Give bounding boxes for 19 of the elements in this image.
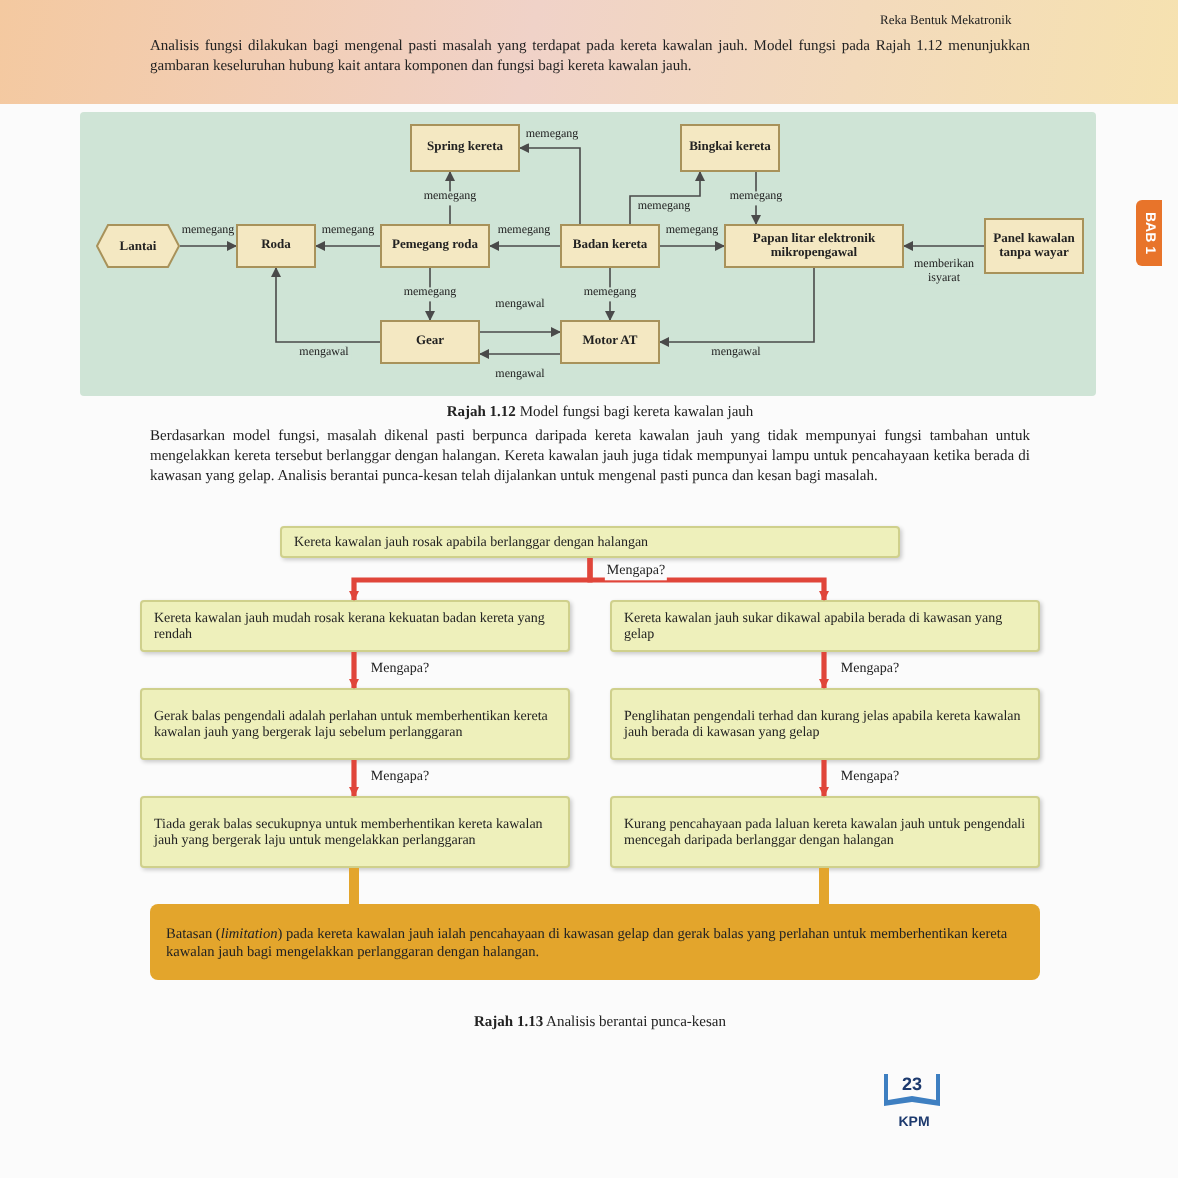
arrow bbox=[349, 652, 359, 689]
connector-line bbox=[349, 868, 359, 904]
arrow bbox=[479, 349, 561, 359]
arrow bbox=[659, 241, 725, 251]
arrow bbox=[659, 267, 815, 347]
arrow bbox=[819, 652, 829, 689]
arrow bbox=[349, 760, 359, 797]
connector-line bbox=[819, 868, 829, 904]
arrow bbox=[903, 241, 985, 251]
arrow bbox=[489, 241, 561, 251]
arrow bbox=[479, 327, 561, 337]
arrow bbox=[315, 241, 381, 251]
arrow bbox=[629, 171, 705, 225]
arrow bbox=[519, 143, 581, 225]
arrow bbox=[587, 558, 829, 601]
arrow bbox=[819, 760, 829, 797]
arrow bbox=[179, 241, 237, 251]
page-number: 23 bbox=[899, 1074, 924, 1094]
arrow bbox=[271, 267, 381, 343]
